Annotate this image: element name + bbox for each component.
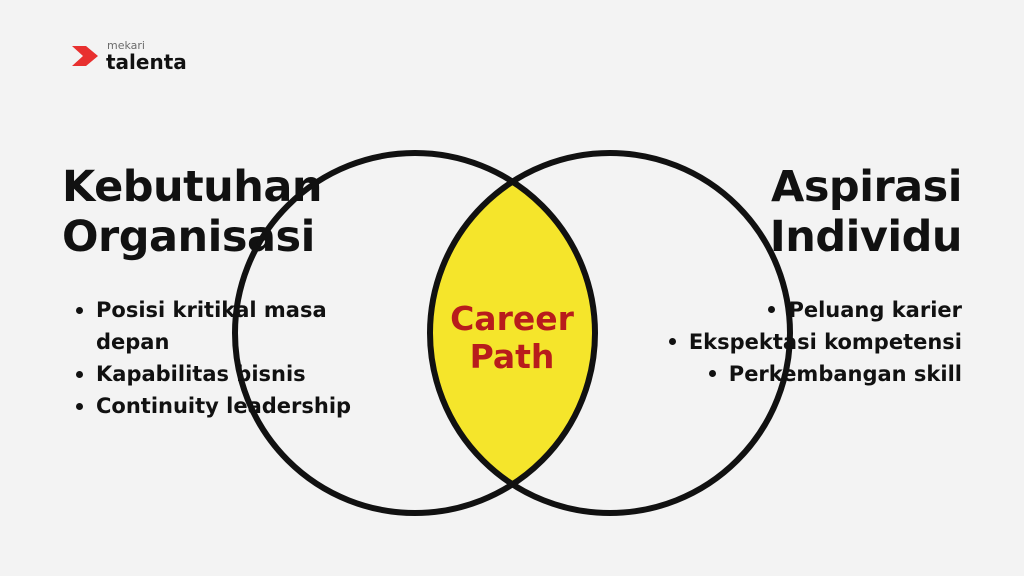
brand-sub-label: mekari — [107, 39, 145, 52]
left-circle — [232, 150, 598, 516]
left-bullet-item: Posisi kritikal masa depan — [74, 294, 374, 358]
left-bullet-list: Posisi kritikal masa depan Kapabilitas b… — [74, 294, 374, 422]
right-bullet-text: Peluang karier — [788, 298, 962, 322]
right-bullet-text: Ekspektasi kompetensi — [688, 330, 962, 354]
right-heading-line1: Aspirasi — [771, 162, 962, 212]
left-heading-line1: Kebutuhan — [62, 162, 323, 212]
career-path-label: Career Path — [412, 300, 612, 376]
bullet-dot-icon — [668, 337, 676, 345]
mekari-arrow-icon — [72, 46, 98, 66]
intersection-fill — [430, 153, 595, 513]
right-circle — [427, 150, 793, 516]
bullet-dot-icon — [708, 369, 716, 377]
right-heading-line2: Individu — [769, 212, 963, 262]
left-heading-line2: Organisasi — [62, 212, 315, 262]
right-bullet-item: Perkembangan skill — [669, 358, 962, 390]
center-label-line2: Path — [469, 337, 555, 376]
right-bullet-item: Ekspektasi kompetensi — [668, 326, 962, 358]
right-bullet-list: Peluang karier Ekspektasi kompetensi Per… — [668, 294, 962, 390]
brand-name-label: talenta — [106, 50, 187, 74]
center-label-line1: Career — [450, 299, 574, 338]
left-heading: Kebutuhan Organisasi — [62, 162, 323, 262]
right-bullet-text: Perkembangan skill — [728, 362, 962, 386]
right-bullet-item: Peluang karier — [669, 294, 962, 326]
bullet-dot-icon — [768, 305, 776, 313]
left-bullet-item: Kapabilitas bisnis — [74, 358, 374, 390]
right-heading: Aspirasi Individu — [769, 162, 963, 262]
left-bullet-item: Continuity leadership — [74, 390, 374, 422]
brand-logo: mekari talenta — [70, 36, 187, 76]
